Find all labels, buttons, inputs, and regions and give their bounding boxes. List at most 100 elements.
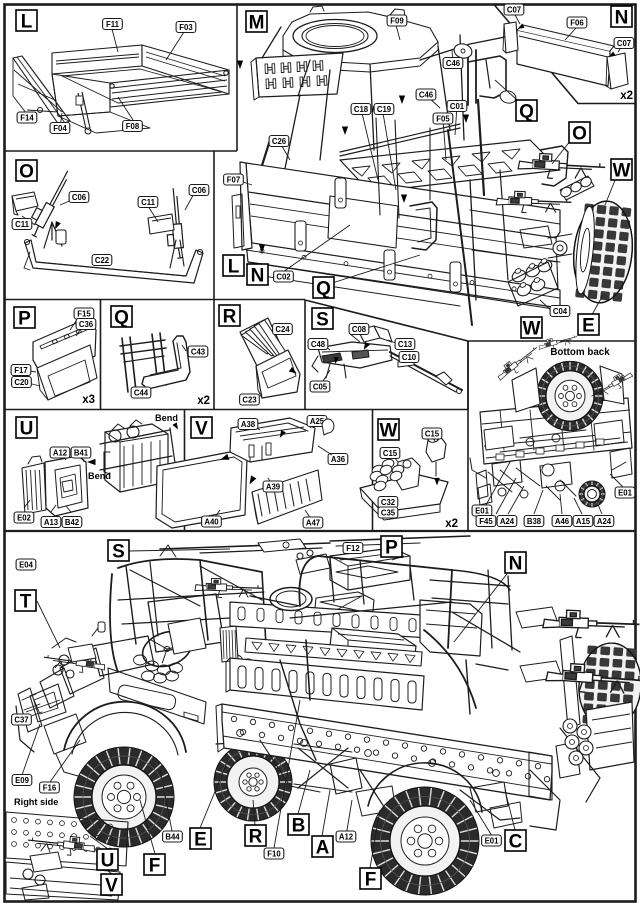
svg-text:P: P — [385, 537, 398, 558]
svg-text:C26: C26 — [272, 137, 287, 146]
svg-text:E: E — [194, 829, 207, 850]
svg-text:F05: F05 — [436, 114, 450, 123]
svg-text:P: P — [18, 308, 31, 329]
svg-text:T: T — [20, 591, 32, 612]
svg-text:Q: Q — [114, 307, 129, 328]
svg-text:C: C — [509, 831, 523, 852]
svg-text:F06: F06 — [570, 18, 584, 27]
svg-text:C36: C36 — [79, 320, 94, 329]
svg-text:A39: A39 — [266, 482, 281, 491]
svg-text:F17: F17 — [14, 366, 27, 375]
svg-text:E01: E01 — [485, 836, 500, 845]
svg-text:Bottom back: Bottom back — [550, 347, 610, 358]
svg-text:O: O — [572, 123, 587, 144]
svg-text:S: S — [112, 541, 125, 562]
svg-text:A47: A47 — [306, 518, 320, 527]
svg-text:L: L — [228, 256, 240, 277]
svg-text:F07: F07 — [227, 175, 240, 184]
svg-text:C02: C02 — [276, 272, 291, 281]
svg-text:C10: C10 — [402, 353, 417, 362]
svg-text:A36: A36 — [331, 455, 346, 464]
svg-text:F11: F11 — [106, 20, 120, 29]
svg-text:O: O — [19, 161, 34, 182]
svg-text:E01: E01 — [618, 488, 633, 497]
svg-text:A38: A38 — [241, 420, 256, 429]
svg-text:B42: B42 — [65, 518, 80, 527]
svg-text:W: W — [613, 160, 631, 181]
svg-text:C46: C46 — [446, 59, 461, 68]
svg-text:A25: A25 — [310, 417, 325, 426]
svg-text:C11: C11 — [15, 220, 30, 229]
svg-text:F15: F15 — [77, 309, 91, 318]
svg-text:x3: x3 — [82, 394, 95, 406]
svg-text:Q: Q — [519, 101, 534, 122]
svg-text:V: V — [195, 418, 208, 439]
svg-text:E09: E09 — [15, 776, 30, 785]
svg-text:F: F — [149, 855, 161, 876]
svg-text:W: W — [523, 318, 541, 339]
svg-text:M: M — [249, 12, 265, 33]
svg-text:C46: C46 — [419, 90, 434, 99]
svg-text:E02: E02 — [17, 513, 32, 522]
svg-text:C32: C32 — [381, 498, 396, 507]
svg-text:C06: C06 — [192, 186, 207, 195]
svg-text:x2: x2 — [197, 395, 210, 407]
svg-text:C18: C18 — [354, 105, 369, 114]
svg-text:Bend: Bend — [155, 413, 178, 423]
svg-text:F45: F45 — [479, 517, 493, 526]
svg-text:F16: F16 — [43, 783, 57, 792]
svg-text:C24: C24 — [275, 325, 290, 334]
svg-text:C35: C35 — [381, 508, 396, 517]
svg-text:E: E — [582, 315, 595, 336]
svg-text:C01: C01 — [450, 102, 465, 111]
svg-text:C11: C11 — [141, 198, 156, 207]
svg-text:C04: C04 — [553, 307, 568, 316]
svg-text:C13: C13 — [398, 340, 413, 349]
svg-text:A24: A24 — [597, 517, 612, 526]
svg-text:A12: A12 — [339, 832, 354, 841]
svg-text:A12: A12 — [53, 448, 68, 457]
svg-text:C07: C07 — [617, 39, 631, 48]
svg-text:C05: C05 — [313, 382, 328, 391]
svg-text:A40: A40 — [204, 517, 219, 526]
svg-text:x2: x2 — [445, 518, 458, 530]
svg-text:U: U — [101, 850, 115, 871]
svg-text:W: W — [380, 420, 398, 441]
svg-text:F10: F10 — [267, 849, 281, 858]
svg-text:Q: Q — [316, 278, 331, 299]
svg-text:U: U — [20, 418, 34, 439]
svg-text:B41: B41 — [74, 448, 89, 457]
svg-text:E01: E01 — [475, 506, 490, 515]
svg-text:C23: C23 — [242, 395, 257, 404]
svg-text:R: R — [249, 826, 263, 847]
svg-text:C37: C37 — [14, 715, 28, 724]
svg-text:N: N — [251, 265, 265, 286]
svg-text:C15: C15 — [425, 429, 440, 438]
svg-text:Right side: Right side — [14, 797, 58, 807]
svg-text:F03: F03 — [179, 23, 193, 32]
svg-text:C07: C07 — [507, 5, 521, 14]
svg-text:F09: F09 — [390, 16, 404, 25]
svg-text:E04: E04 — [19, 560, 34, 569]
svg-text:C44: C44 — [134, 388, 149, 397]
svg-text:A: A — [316, 837, 330, 858]
svg-text:N: N — [615, 7, 629, 28]
svg-text:S: S — [316, 309, 329, 330]
svg-text:N: N — [509, 553, 523, 574]
svg-text:Bend: Bend — [88, 471, 111, 481]
svg-text:x2: x2 — [620, 90, 633, 102]
svg-text:F08: F08 — [126, 122, 140, 131]
svg-text:V: V — [105, 875, 118, 896]
svg-text:C43: C43 — [191, 347, 206, 356]
svg-text:F: F — [365, 869, 377, 890]
svg-text:L: L — [21, 11, 33, 32]
svg-text:B44: B44 — [165, 832, 180, 841]
svg-text:A24: A24 — [500, 517, 515, 526]
svg-text:A46: A46 — [555, 517, 570, 526]
svg-text:B38: B38 — [527, 517, 542, 526]
svg-text:C08: C08 — [352, 325, 367, 334]
svg-text:R: R — [223, 306, 237, 327]
svg-text:C22: C22 — [95, 256, 110, 265]
svg-text:C19: C19 — [377, 105, 392, 114]
svg-text:B: B — [292, 815, 306, 836]
